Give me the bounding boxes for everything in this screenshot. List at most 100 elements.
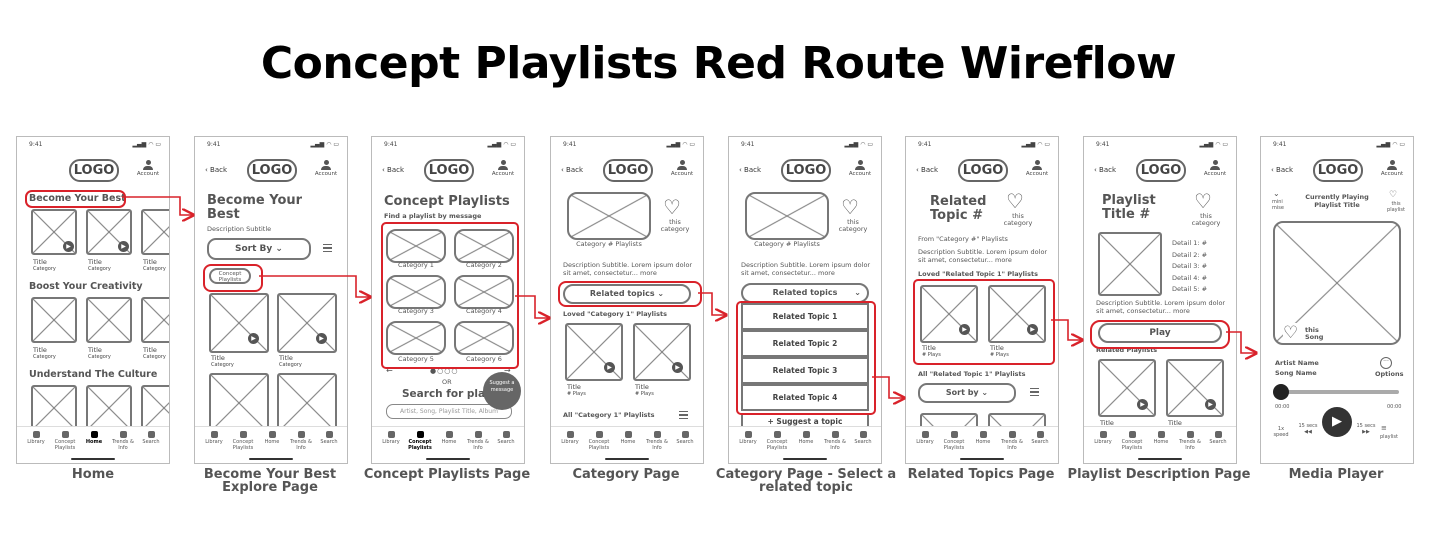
chevron-down-icon[interactable]: ⌄ xyxy=(1273,189,1280,198)
account-button[interactable]: Account xyxy=(1024,160,1050,177)
tab-search[interactable]: Search xyxy=(1203,431,1233,446)
related-topic-1[interactable]: Related Topic 1 xyxy=(741,303,869,330)
playlist-thumb[interactable] xyxy=(633,323,691,381)
play-button[interactable]: Play xyxy=(1098,323,1222,343)
tab-home[interactable]: Home xyxy=(434,431,464,446)
related-topics-dropdown[interactable]: Related topics⌄ xyxy=(741,283,869,303)
tab-library[interactable]: Library xyxy=(376,431,406,446)
tab-home[interactable]: Home xyxy=(968,431,998,446)
tab-concept-playlists[interactable]: Concept Playlists xyxy=(50,431,80,451)
tab-trends[interactable]: Trends & Info xyxy=(997,431,1027,451)
tab-trends[interactable]: Trends & Info xyxy=(1175,431,1205,451)
tab-concept-playlists[interactable]: Concept Playlists xyxy=(584,431,614,451)
play-icon[interactable]: ▶ xyxy=(1027,324,1038,335)
back-button[interactable]: ‹ Back xyxy=(205,166,228,174)
tab-search[interactable]: Search xyxy=(491,431,521,446)
category-thumb[interactable] xyxy=(454,275,514,309)
account-button[interactable]: Account xyxy=(847,160,873,177)
play-icon[interactable]: ▶ xyxy=(63,241,74,252)
related-topic-3[interactable]: Related Topic 3 xyxy=(741,357,869,384)
rewind-15-button[interactable]: 15 secs◀◀ xyxy=(1298,423,1318,435)
list-view-icon[interactable] xyxy=(1030,388,1039,396)
tab-search[interactable]: Search xyxy=(314,431,344,446)
playlist-thumb[interactable] xyxy=(209,293,269,353)
list-view-icon[interactable] xyxy=(323,244,332,252)
play-icon[interactable]: ▶ xyxy=(1137,399,1148,410)
play-icon[interactable]: ▶ xyxy=(1205,399,1216,410)
sort-button[interactable]: Sort By ⌄ xyxy=(207,238,311,260)
playlist-thumb[interactable] xyxy=(141,209,169,255)
heart-icon[interactable]: ♡ xyxy=(1006,189,1024,213)
back-button[interactable]: ‹ Back xyxy=(916,166,939,174)
playlist-thumb[interactable] xyxy=(277,293,337,353)
tab-home[interactable]: Home xyxy=(613,431,643,446)
playlist-thumb[interactable] xyxy=(31,297,77,343)
tab-trends[interactable]: Trends & Info xyxy=(642,431,672,451)
playlist-thumb[interactable] xyxy=(141,385,169,431)
play-icon[interactable]: ▶ xyxy=(248,333,259,344)
tab-trends[interactable]: Trends & Info xyxy=(108,431,138,451)
playlist-label[interactable]: playlist xyxy=(1380,434,1398,440)
play-icon[interactable]: ▶ xyxy=(316,333,327,344)
tab-home[interactable]: Home xyxy=(79,431,109,446)
play-pause-button[interactable]: ▶ xyxy=(1322,407,1352,437)
tab-library[interactable]: Library xyxy=(199,431,229,446)
tab-concept-playlists[interactable]: Concept Playlists xyxy=(762,431,792,451)
playlist-icon[interactable]: ≡ xyxy=(1381,424,1387,432)
play-icon[interactable]: ▶ xyxy=(672,362,683,373)
tab-home[interactable]: Home xyxy=(1146,431,1176,446)
account-button[interactable]: Account xyxy=(313,160,339,177)
playlist-thumb[interactable] xyxy=(86,385,132,431)
play-icon[interactable]: ▶ xyxy=(959,324,970,335)
account-button[interactable]: Account xyxy=(1379,160,1405,177)
tab-library[interactable]: Library xyxy=(910,431,940,446)
account-button[interactable]: Account xyxy=(490,160,516,177)
heart-icon[interactable]: ♡ xyxy=(1283,323,1299,343)
account-button[interactable]: Account xyxy=(1202,160,1228,177)
tab-library[interactable]: Library xyxy=(733,431,763,446)
tab-library[interactable]: Library xyxy=(555,431,585,446)
tab-trends[interactable]: Trends & Info xyxy=(286,431,316,451)
chip-concept-playlists[interactable]: Concept Playlists xyxy=(209,268,251,284)
playlist-thumb[interactable] xyxy=(1166,359,1224,417)
tab-home[interactable]: Home xyxy=(257,431,287,446)
tab-search[interactable]: Search xyxy=(670,431,700,446)
forward-15-button[interactable]: 15 secs▶▶ xyxy=(1356,423,1376,435)
search-input[interactable]: Artist, Song, Playlist Title, Album xyxy=(386,404,512,419)
next-arrow-icon[interactable]: → xyxy=(504,366,511,375)
tab-concept-playlists[interactable]: Concept Playlists xyxy=(405,431,435,451)
back-button[interactable]: ‹ Back xyxy=(382,166,405,174)
tab-library[interactable]: Library xyxy=(21,431,51,446)
tab-home[interactable]: Home xyxy=(791,431,821,446)
related-topic-2[interactable]: Related Topic 2 xyxy=(741,330,869,357)
playlist-thumb[interactable] xyxy=(565,323,623,381)
heart-icon[interactable]: ♡ xyxy=(841,195,859,219)
back-button[interactable]: ‹ Back xyxy=(1271,166,1294,174)
related-topics-dropdown[interactable]: Related topics ⌄ xyxy=(563,284,691,304)
tab-search[interactable]: Search xyxy=(848,431,878,446)
sort-button[interactable]: Sort by ⌄ xyxy=(918,383,1016,403)
section-become-your-best[interactable]: Become Your Best xyxy=(29,193,126,204)
tab-concept-playlists[interactable]: Concept Playlists xyxy=(228,431,258,451)
tab-concept-playlists[interactable]: Concept Playlists xyxy=(939,431,969,451)
back-button[interactable]: ‹ Back xyxy=(561,166,584,174)
play-icon[interactable]: ▶ xyxy=(604,362,615,373)
heart-icon[interactable]: ♡ xyxy=(663,195,681,219)
category-thumb[interactable] xyxy=(386,229,446,263)
category-thumb[interactable] xyxy=(386,321,446,355)
playlist-thumb[interactable] xyxy=(141,297,169,343)
playlist-thumb[interactable] xyxy=(31,385,77,431)
speed-button[interactable]: 1x speed xyxy=(1273,426,1289,438)
tab-concept-playlists[interactable]: Concept Playlists xyxy=(1117,431,1147,451)
account-button[interactable]: Account xyxy=(669,160,695,177)
play-icon[interactable]: ▶ xyxy=(118,241,129,252)
playlist-thumb[interactable] xyxy=(277,373,337,433)
back-button[interactable]: ‹ Back xyxy=(1094,166,1117,174)
tab-library[interactable]: Library xyxy=(1088,431,1118,446)
options-icon[interactable]: ··· xyxy=(1380,357,1392,369)
suggest-message-button[interactable]: Suggest a message xyxy=(483,372,521,410)
playlist-thumb[interactable] xyxy=(86,297,132,343)
tab-search[interactable]: Search xyxy=(1025,431,1055,446)
category-thumb[interactable] xyxy=(454,229,514,263)
tab-search[interactable]: Search xyxy=(136,431,166,446)
